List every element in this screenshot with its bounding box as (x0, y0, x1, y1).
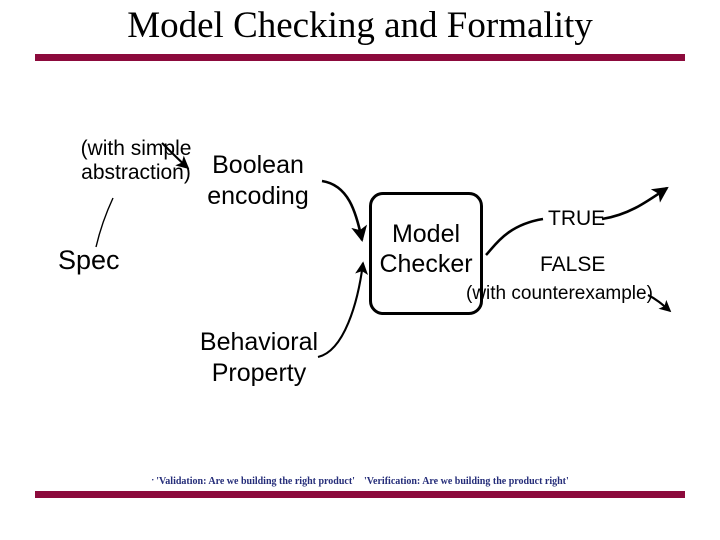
true-output-label: TRUE (548, 207, 606, 230)
model-checking-diagram: Model Checker (with simple abstraction) … (0, 95, 720, 440)
model-checker-label: Model Checker (379, 220, 473, 278)
diagram-connectors (95, 142, 672, 359)
edge-boolean-to-checker (321, 179, 368, 243)
title-divider-rule (35, 54, 685, 61)
footer-bullet-icon: · (151, 475, 155, 485)
edge-checker-to-false (647, 294, 672, 313)
with-counterexample-label: (with counterexample) (466, 283, 653, 304)
footer-note: ·'Validation: Are we building the right … (35, 474, 685, 488)
footer-divider-rule (35, 491, 685, 498)
footer-verification-text: 'Verification: Are we building the produ… (363, 476, 569, 487)
edge-spec-to-abstraction (95, 197, 114, 248)
boolean-encoding-label: Boolean encoding (207, 151, 309, 210)
footer-validation-text: 'Validation: Are we building the right p… (156, 476, 355, 487)
edge-checker-to-true-left (485, 217, 544, 256)
edge-property-to-checker (317, 261, 369, 359)
spec-label: Spec (58, 245, 120, 275)
edge-abstraction-to-boolean (161, 142, 190, 170)
behavioral-property-label: Behavioral Property (199, 328, 319, 387)
edge-checker-to-true-right (601, 186, 669, 221)
page-title: Model Checking and Formality (127, 5, 593, 46)
false-output-label: FALSE (540, 253, 606, 276)
model-checker-box (369, 192, 483, 315)
with-simple-abstraction-label: (with simple abstraction) (80, 137, 192, 184)
